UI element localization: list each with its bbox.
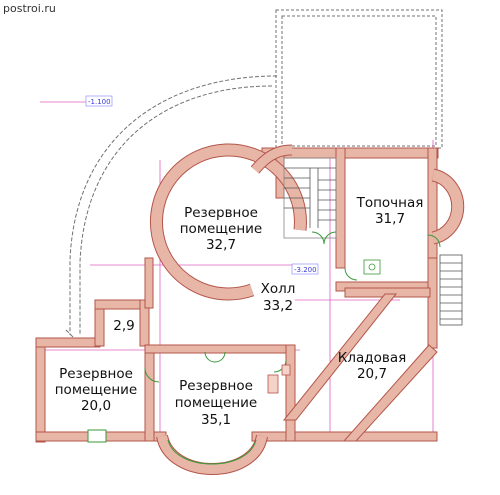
room-reserve-2-line1: Резервное	[59, 366, 133, 382]
doors	[87, 231, 441, 443]
boiler-equipment	[363, 259, 381, 275]
room-labels: Резервное помещение 32,7 Топочная 31,7 Х…	[55, 195, 424, 428]
room-storage-area: 20,7	[357, 366, 387, 382]
level-marker-hall: -3.200	[291, 263, 319, 275]
walls	[35, 147, 439, 443]
room-reserve-3-area: 35,1	[201, 412, 231, 428]
bottom-bay-wall	[156, 434, 268, 475]
watermark-text: postroi.ru	[3, 2, 56, 15]
room-reserve-1-area: 32,7	[206, 237, 236, 253]
room-small-area: 2,9	[113, 318, 134, 334]
level-hall-text: -3.200	[294, 266, 317, 274]
level-marker-outer: -1.100	[85, 95, 113, 107]
diagonal-walls	[282, 293, 438, 442]
room-reserve-2-area: 20,0	[81, 398, 111, 414]
room-hall-area: 33,2	[263, 298, 293, 314]
room-boiler-name: Топочная	[356, 195, 424, 211]
round-room-connector	[250, 144, 293, 174]
exterior-steps	[439, 254, 463, 326]
room-reserve-2-line2: помещение	[55, 382, 138, 398]
room-reserve-3-line2: помещение	[175, 395, 258, 411]
terrace-outline	[275, 9, 443, 149]
fixtures	[267, 364, 291, 394]
room-reserve-3-line1: Резервное	[179, 378, 253, 394]
room-boiler-area: 31,7	[375, 211, 405, 227]
boiler-bay-wall	[431, 168, 465, 245]
room-storage-name: Кладовая	[338, 350, 406, 366]
room-reserve-1-line1: Резервное	[184, 205, 258, 221]
room-reserve-1-line2: помещение	[180, 221, 263, 237]
room-hall-name: Холл	[261, 281, 296, 297]
level-outer-text: -1.100	[88, 98, 111, 106]
staircase	[283, 157, 337, 239]
